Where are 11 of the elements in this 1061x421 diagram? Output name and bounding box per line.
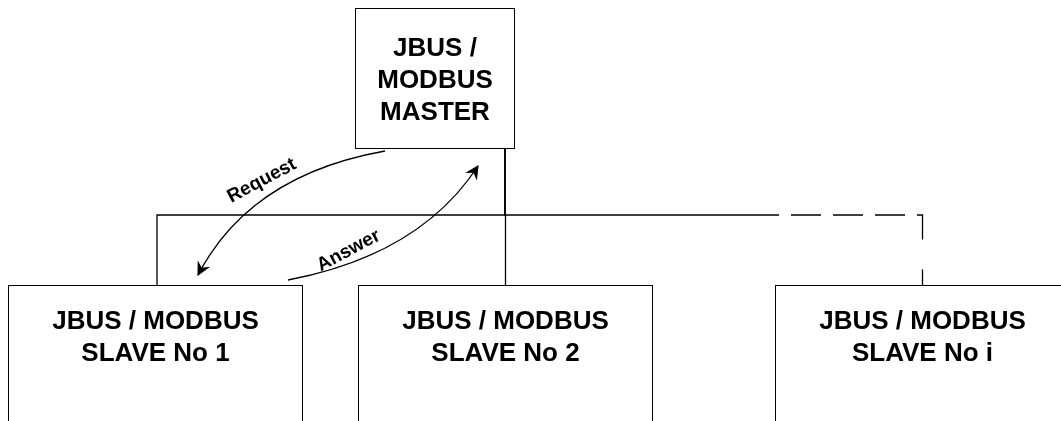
slave-box xyxy=(358,285,653,421)
node-label: JBUS / MODBUS SLAVE No i xyxy=(818,304,1027,368)
slave-box xyxy=(8,285,303,421)
node-label: JBUS / MODBUS SLAVE No 1 xyxy=(51,304,260,368)
curved-arrow xyxy=(287,165,479,281)
curved-arrow xyxy=(197,150,386,276)
slave-box xyxy=(775,285,1061,421)
bus-line xyxy=(504,148,924,286)
node-label: JBUS / MODBUS MASTER xyxy=(376,30,494,127)
node-label: JBUS / MODBUS SLAVE No 2 xyxy=(401,304,610,368)
master-box xyxy=(355,8,515,149)
